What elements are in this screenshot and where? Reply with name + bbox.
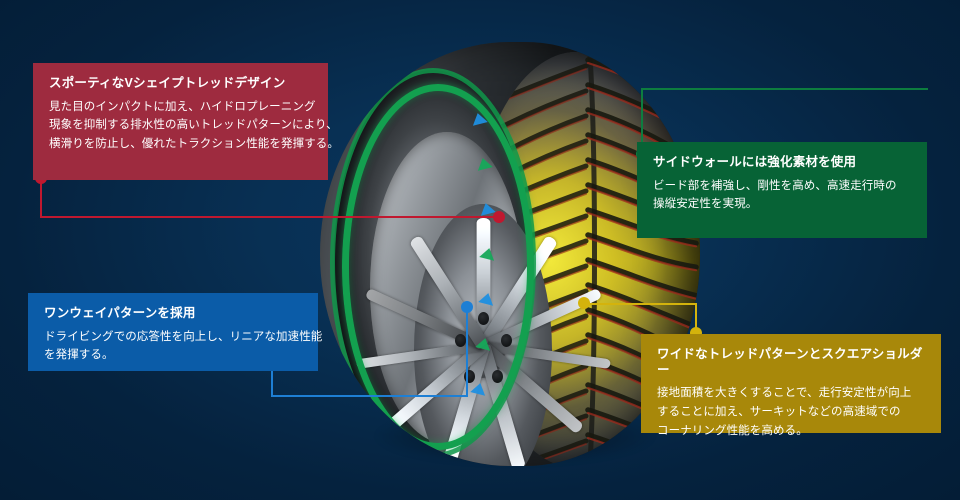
callout-heading: サイドウォールには強化素材を使用	[653, 155, 857, 169]
callout-wide-tread-square-shoulder[interactable]: ワイドなトレッドパターンとスクエアショルダー 接地面積を大きくすることで、走行安…	[641, 334, 941, 437]
callout-body: 見た目のインパクトに加え、ハイドロプレーニング現象を抑制する排水性の高いトレッド…	[49, 100, 339, 150]
callout-heading: スポーティなVシェイプトレッドデザイン	[49, 76, 286, 90]
callout-heading: ワンウェイパターンを採用	[44, 306, 196, 320]
callout-one-way-pattern[interactable]: ワンウェイパターンを採用 ドライビングでの応答性を向上し、リニアな加速性能を発揮…	[28, 293, 323, 371]
callout-body: 接地面積を大きくすることで、走行安定性が向上することに加え、サーキットなどの高速…	[657, 387, 912, 437]
callout-v-shape-tread[interactable]: スポーティなVシェイプトレッドデザイン 見た目のインパクトに加え、ハイドロプレー…	[33, 63, 339, 180]
callout-body: ドライビングでの応答性を向上し、リニアな加速性能を発揮する。	[44, 330, 323, 362]
callout-body: ビード部を補強し、剛性を高め、高速走行時の操縦安定性を実現。	[653, 179, 897, 211]
callout-heading: ワイドなトレッドパターンとスクエアショルダー	[657, 347, 923, 377]
sidewall-highlight-ring	[342, 84, 534, 450]
callout-sidewall-material[interactable]: サイドウォールには強化素材を使用 ビード部を補強し、剛性を高め、高速走行時の操縦…	[637, 142, 927, 238]
